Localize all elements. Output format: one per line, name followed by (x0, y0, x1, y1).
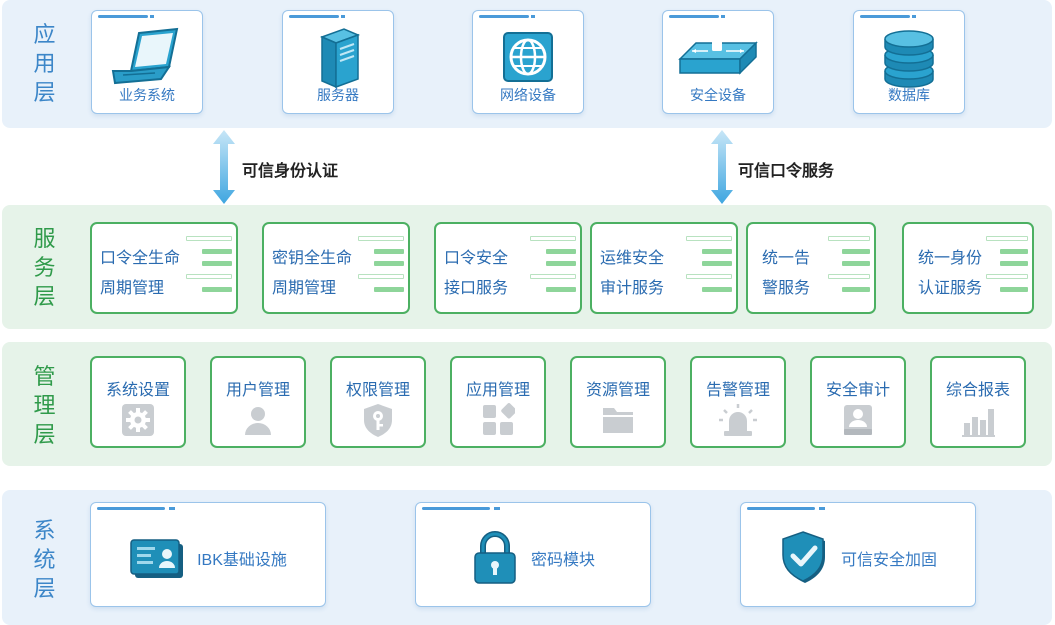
app-card-label: 安全设备 (690, 87, 746, 103)
service-card-line1: 口令安全 (444, 250, 509, 267)
service-card-line1: 密钥全生命 (272, 250, 353, 267)
service-card-line1: 运维安全 (600, 250, 665, 267)
service-card: 运维安全 审计服务 (590, 222, 738, 314)
audit-icon (812, 402, 904, 438)
network-icon (473, 27, 583, 89)
management-card: 用户管理 (210, 356, 306, 448)
management-card-label: 系统设置 (105, 382, 170, 399)
application-layer-label: 应 用 层 (33, 22, 57, 105)
connector-label-trusted-identity: 可信身份认证 (242, 163, 339, 180)
key-shield-icon (332, 402, 424, 438)
management-card: 资源管理 (570, 356, 666, 448)
service-card-line1: 统一身份 (918, 250, 983, 267)
server-icon (283, 27, 393, 89)
app-card-security-device: 安全设备 (662, 10, 774, 114)
service-card: 口令全生命 周期管理 (90, 222, 238, 314)
app-card-server: 服务器 (282, 10, 394, 114)
bidirectional-arrow-icon (711, 130, 733, 204)
system-card-crypto-module: 密码模块 (415, 502, 651, 607)
management-card-label: 应用管理 (465, 382, 530, 399)
service-card: 密钥全生命 周期管理 (262, 222, 410, 314)
system-card-ibk: IBK基础设施 (90, 502, 326, 607)
database-icon (854, 27, 964, 89)
service-card-line2: 审计服务 (600, 280, 665, 297)
management-card-label: 资源管理 (585, 382, 650, 399)
service-card-line2: 接口服务 (444, 280, 509, 297)
folder-icon (572, 402, 664, 438)
system-card-label: 可信安全加固 (840, 551, 937, 569)
management-card: 应用管理 (450, 356, 546, 448)
alarm-icon (692, 402, 784, 438)
apps-icon (452, 402, 544, 438)
service-card-line1: 口令全生命 (100, 250, 181, 267)
service-card: 统一告 警服务 (746, 222, 876, 314)
management-layer-label: 管 理 层 (33, 364, 57, 447)
app-card-label: 服务器 (317, 87, 359, 103)
app-card-label: 业务系统 (119, 87, 175, 103)
app-card-database: 数据库 (853, 10, 965, 114)
management-card-label: 用户管理 (225, 382, 290, 399)
management-card-label: 安全审计 (825, 382, 890, 399)
management-card-label: 综合报表 (945, 382, 1010, 399)
service-card: 口令安全 接口服务 (434, 222, 582, 314)
system-card-trusted-hardening: 可信安全加固 (740, 502, 976, 607)
system-card-label: 密码模块 (530, 551, 595, 569)
user-icon (212, 402, 304, 438)
shield-check-icon (782, 530, 825, 583)
id-card-icon (130, 538, 184, 578)
service-layer-label: 服 务 层 (33, 226, 57, 309)
management-card-label: 告警管理 (705, 382, 770, 399)
laptop-icon (92, 27, 202, 89)
app-card-label: 数据库 (888, 87, 930, 103)
service-card-line2: 认证服务 (918, 280, 983, 297)
system-card-label: IBK基础设施 (197, 551, 287, 569)
app-card-network-device: 网络设备 (472, 10, 584, 114)
service-card-line2: 警服务 (762, 280, 811, 297)
service-card-line2: 周期管理 (100, 280, 165, 297)
management-card: 综合报表 (930, 356, 1026, 448)
firewall-icon (663, 27, 773, 89)
management-card: 权限管理 (330, 356, 426, 448)
padlock-icon (474, 530, 516, 584)
app-card-business-system: 业务系统 (91, 10, 203, 114)
service-card-line2: 周期管理 (272, 280, 337, 297)
management-card: 告警管理 (690, 356, 786, 448)
management-card: 系统设置 (90, 356, 186, 448)
management-card-label: 权限管理 (345, 382, 410, 399)
service-card-line1: 统一告 (762, 250, 811, 267)
management-card: 安全审计 (810, 356, 906, 448)
gear-icon (92, 402, 184, 438)
connector-label-trusted-password: 可信口令服务 (738, 163, 835, 180)
bar-chart-icon (932, 402, 1024, 438)
system-layer-label: 系 统 层 (33, 518, 57, 601)
bidirectional-arrow-icon (213, 130, 235, 204)
app-card-label: 网络设备 (500, 87, 556, 103)
service-card: 统一身份 认证服务 (902, 222, 1034, 314)
